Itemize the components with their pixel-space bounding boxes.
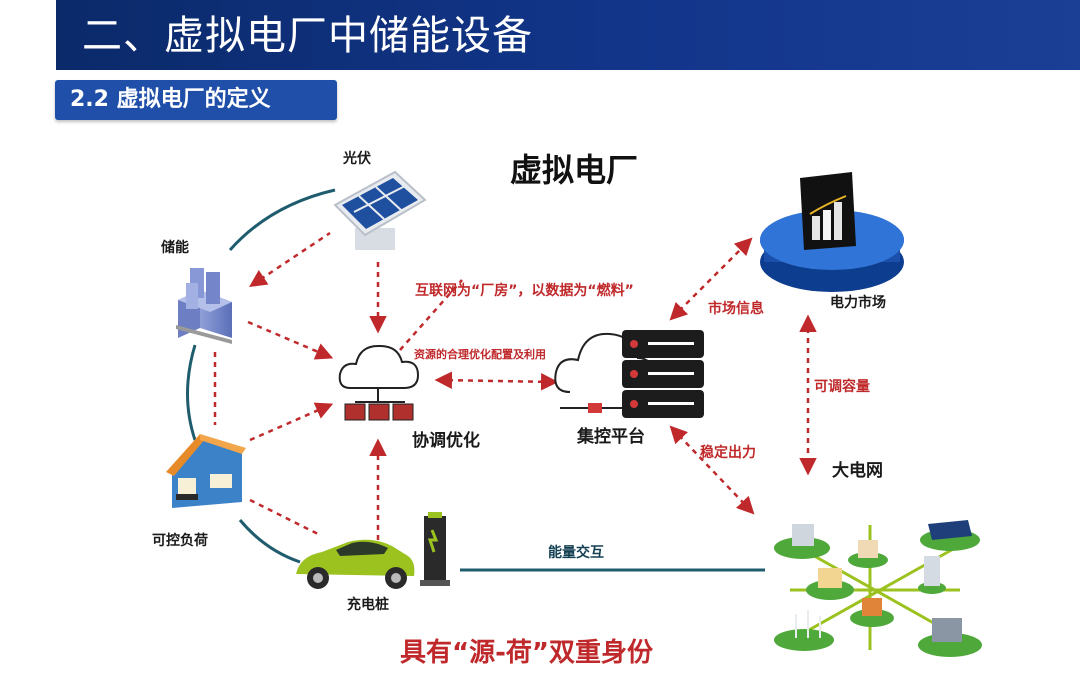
section-title: 2.2 虚拟电厂的定义 xyxy=(70,87,271,112)
solar-panel-icon xyxy=(333,170,427,250)
energy-interaction-annotation: 能量交互 xyxy=(548,545,604,561)
dual-identity-caption: 具有“源-荷”双重身份 xyxy=(400,638,653,668)
section-badge xyxy=(55,80,337,120)
page-title: 二、虚拟电厂中储能设备 xyxy=(82,13,533,59)
diagram-title: 虚拟电厂 xyxy=(510,151,639,189)
ev-car-icon xyxy=(296,539,415,589)
control-platform-label: 集控平台 xyxy=(577,427,645,447)
server-icon xyxy=(344,388,414,421)
charging-pile-icon xyxy=(420,512,450,586)
battery-storage-icon xyxy=(176,268,232,344)
coordination-label: 协调优化 xyxy=(412,431,480,451)
control-platform-icon xyxy=(554,330,704,418)
adjustable-capacity-annotation: 可调容量 xyxy=(814,379,870,395)
grid-label: 大电网 xyxy=(832,461,883,481)
teal-connection-lines xyxy=(186,188,765,572)
charger-label: 充电桩 xyxy=(347,597,389,613)
market-info-annotation: 市场信息 xyxy=(708,301,764,317)
house-icon xyxy=(166,434,246,508)
market-chart-icon xyxy=(760,172,904,292)
pv-label: 光伏 xyxy=(343,151,371,167)
smart-grid-icon xyxy=(774,520,982,657)
red-dashed-arrows xyxy=(213,231,817,540)
stable-output-annotation: 稳定出力 xyxy=(700,445,756,461)
market-label: 电力市场 xyxy=(830,295,886,311)
title-bar xyxy=(56,0,1080,70)
load-label: 可控负荷 xyxy=(152,533,208,549)
factory-fuel-annotation: 互联网为“厂房”，以数据为“燃料” xyxy=(415,283,634,299)
storage-label: 储能 xyxy=(161,240,189,256)
resource-optimization-annotation: 资源的合理优化配置及利用 xyxy=(414,348,546,361)
cloud-icon xyxy=(338,344,420,389)
